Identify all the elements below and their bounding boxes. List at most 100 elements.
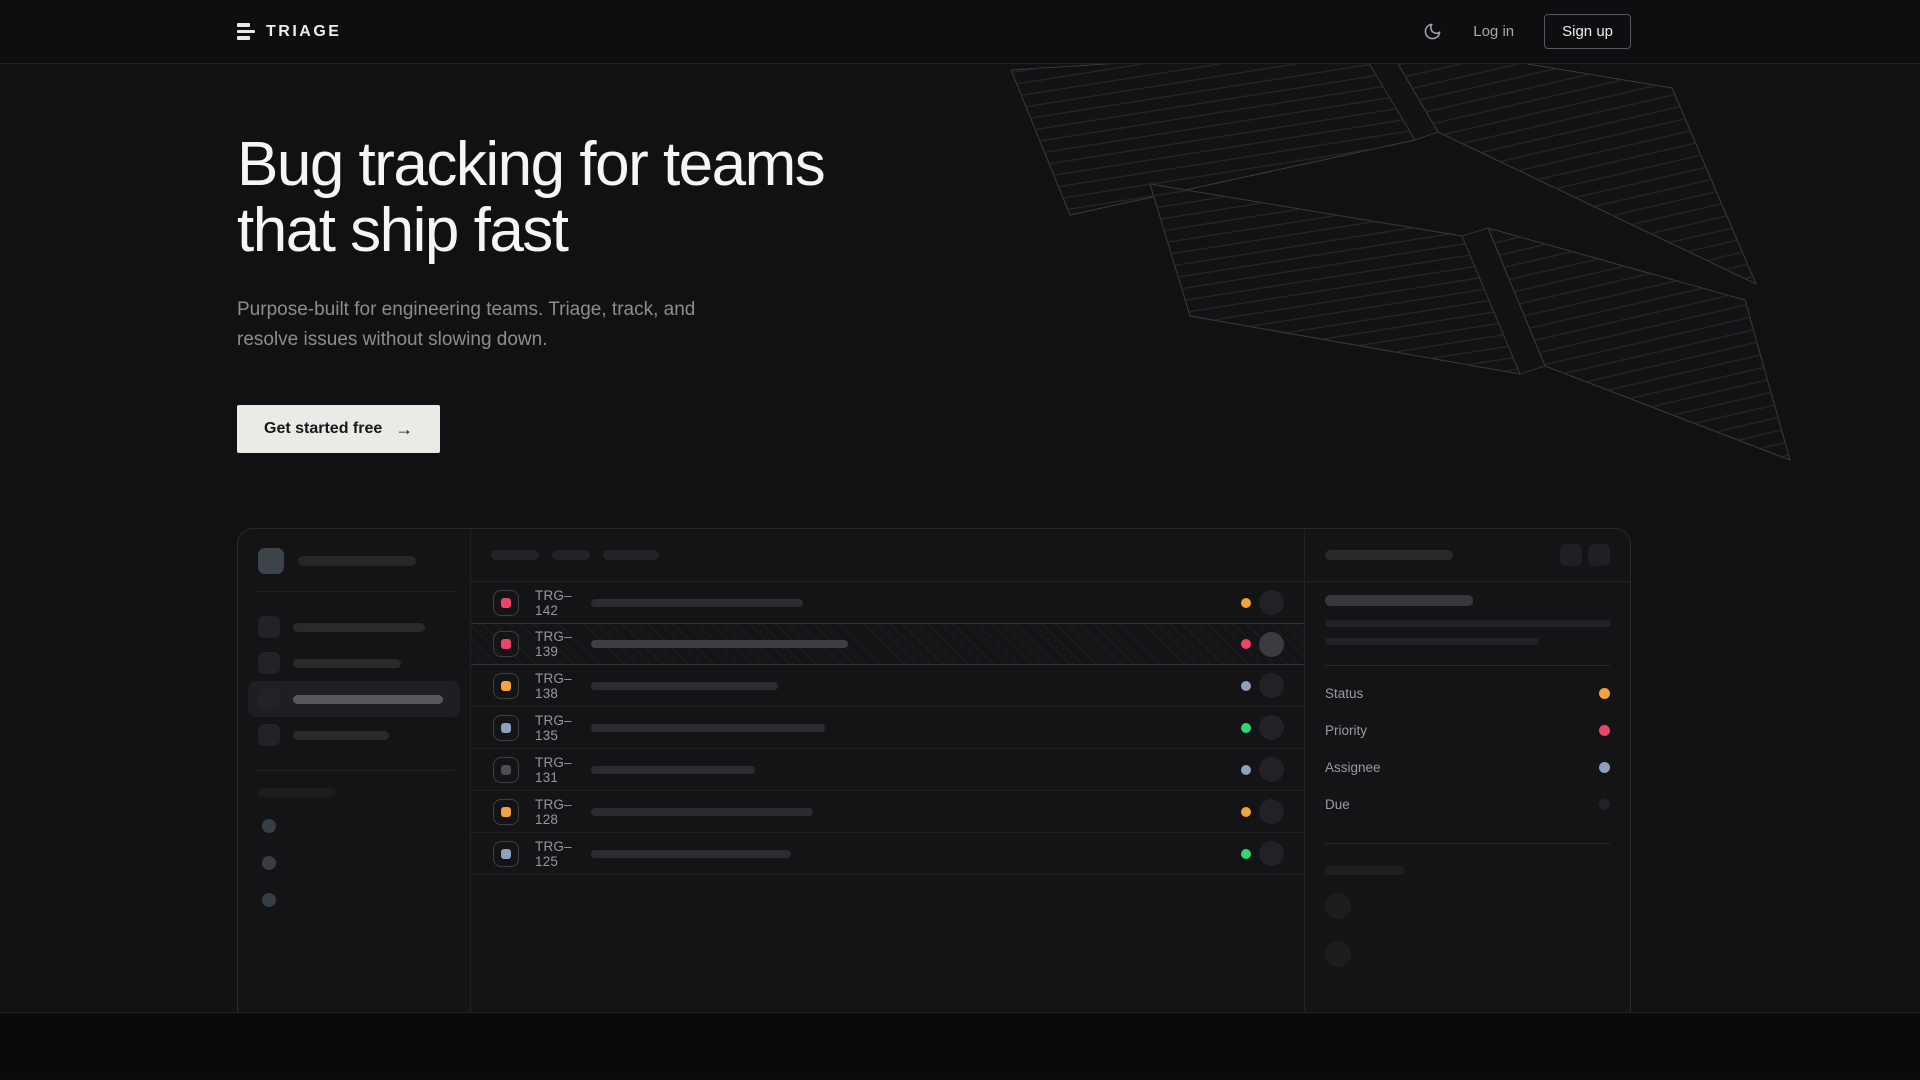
nav-item-label-skeleton xyxy=(293,623,425,632)
sidebar-nav-item[interactable] xyxy=(248,645,460,681)
issue-title-skeleton xyxy=(591,850,791,858)
filter-pill-skeleton[interactable] xyxy=(603,550,659,560)
issue-list: TRG–142 TRG–139 TRG–138 TRG–135 TRG–131 xyxy=(471,529,1304,1013)
nav-item-label-skeleton xyxy=(293,659,401,668)
workspace-logo-placeholder xyxy=(258,548,284,574)
property-value-dot xyxy=(1599,762,1610,773)
brand-logo-icon xyxy=(237,23,255,40)
mockup-sidebar xyxy=(238,529,471,1013)
sidebar-avatar-list xyxy=(258,819,450,907)
issue-title-skeleton xyxy=(591,599,803,607)
avatar xyxy=(1259,757,1284,782)
activity-label-skeleton xyxy=(1325,866,1405,875)
nav-item-label-skeleton xyxy=(293,695,443,704)
theme-toggle-moon-icon[interactable] xyxy=(1421,21,1443,43)
issue-type-icon xyxy=(493,715,519,741)
nav-item-icon-placeholder xyxy=(258,724,280,746)
issue-type-icon xyxy=(493,631,519,657)
property-value-dot xyxy=(1599,799,1610,810)
nav-item-label-skeleton xyxy=(293,731,389,740)
issue-id: TRG–128 xyxy=(535,797,591,827)
page-title: Bug tracking for teams that ship fast xyxy=(237,132,1920,265)
issue-id: TRG–139 xyxy=(535,629,591,659)
arrow-right-icon: → xyxy=(395,420,413,438)
avatar xyxy=(1259,799,1284,824)
issue-type-icon xyxy=(493,799,519,825)
top-nav: TRIAGE Log in Sign up xyxy=(0,0,1920,64)
issue-id: TRG–131 xyxy=(535,755,591,785)
issue-description-skeleton xyxy=(1325,620,1611,627)
issue-row[interactable]: TRG–125 xyxy=(471,833,1304,875)
title-line-2: that ship fast xyxy=(237,196,568,265)
nav-actions: Log in Sign up xyxy=(1421,14,1631,49)
issue-title-skeleton xyxy=(591,640,848,648)
issue-row[interactable]: TRG–138 xyxy=(471,665,1304,707)
avatar xyxy=(1259,673,1284,698)
detail-body: Status Priority Assignee Due xyxy=(1305,582,1630,980)
property-value-dot xyxy=(1599,725,1610,736)
avatar xyxy=(1259,632,1284,657)
filter-pill-skeleton[interactable] xyxy=(491,550,539,560)
issue-row[interactable]: TRG–128 xyxy=(471,791,1304,833)
issue-status-dot xyxy=(1241,765,1251,775)
app-mockup-panel: TRG–142 TRG–139 TRG–138 TRG–135 TRG–131 xyxy=(237,528,1631,1013)
issue-id: TRG–138 xyxy=(535,671,591,701)
login-link[interactable]: Log in xyxy=(1473,23,1514,40)
avatar xyxy=(1259,715,1284,740)
property-row[interactable]: Status xyxy=(1325,675,1610,712)
detail-action-button[interactable] xyxy=(1560,544,1582,566)
divider xyxy=(254,770,454,771)
property-label: Due xyxy=(1325,797,1350,812)
issue-row[interactable]: TRG–135 xyxy=(471,707,1304,749)
footer-area xyxy=(0,1013,1920,1079)
issue-title-skeleton xyxy=(591,766,755,774)
avatar xyxy=(1325,893,1351,919)
issue-rows: TRG–142 TRG–139 TRG–138 TRG–135 TRG–131 xyxy=(471,582,1304,875)
avatar xyxy=(262,819,276,833)
issue-status-dot xyxy=(1241,598,1251,608)
sidebar-nav-item[interactable] xyxy=(248,717,460,753)
issue-row[interactable]: TRG–139 xyxy=(471,623,1304,665)
property-list: Status Priority Assignee Due xyxy=(1325,666,1610,823)
property-label: Priority xyxy=(1325,723,1367,738)
issue-type-icon xyxy=(493,841,519,867)
cta-button[interactable]: Get started free → xyxy=(237,405,440,453)
detail-action-button[interactable] xyxy=(1588,544,1610,566)
nav-item-icon-placeholder xyxy=(258,688,280,710)
brand[interactable]: TRIAGE xyxy=(237,23,341,41)
sidebar-nav-item[interactable] xyxy=(248,609,460,645)
issue-title-skeleton xyxy=(591,682,778,690)
issue-status-dot xyxy=(1241,639,1251,649)
issue-id: TRG–135 xyxy=(535,713,591,743)
avatar xyxy=(1325,941,1351,967)
property-label: Assignee xyxy=(1325,760,1381,775)
divider xyxy=(254,591,454,592)
nav-item-icon-placeholder xyxy=(258,652,280,674)
issue-status-dot xyxy=(1241,849,1251,859)
issue-type-icon xyxy=(493,590,519,616)
activity-avatars xyxy=(1325,893,1610,967)
filter-pill-skeleton[interactable] xyxy=(552,550,590,560)
issue-status-dot xyxy=(1241,723,1251,733)
property-row[interactable]: Assignee xyxy=(1325,749,1610,786)
property-row[interactable]: Due xyxy=(1325,786,1610,823)
hero-content: Bug tracking for teams that ship fast Pu… xyxy=(0,64,1920,453)
sidebar-nav-item-active[interactable] xyxy=(248,681,460,717)
issue-row[interactable]: TRG–142 xyxy=(471,582,1304,624)
issue-id: TRG–125 xyxy=(535,839,591,869)
signup-button[interactable]: Sign up xyxy=(1544,14,1631,49)
issue-title-skeleton xyxy=(591,808,813,816)
brand-name: TRIAGE xyxy=(266,23,341,41)
property-label: Status xyxy=(1325,686,1363,701)
divider xyxy=(1325,843,1610,844)
detail-header-skeleton xyxy=(1325,550,1453,560)
issue-row[interactable]: TRG–131 xyxy=(471,749,1304,791)
issue-type-icon xyxy=(493,757,519,783)
issue-id: TRG–142 xyxy=(535,588,591,618)
issue-detail-panel: Status Priority Assignee Due xyxy=(1304,529,1630,1013)
property-row[interactable]: Priority xyxy=(1325,712,1610,749)
issue-status-dot xyxy=(1241,807,1251,817)
nav-item-icon-placeholder xyxy=(258,616,280,638)
workspace-name-skeleton xyxy=(298,556,416,566)
issue-title-skeleton xyxy=(1325,595,1473,606)
